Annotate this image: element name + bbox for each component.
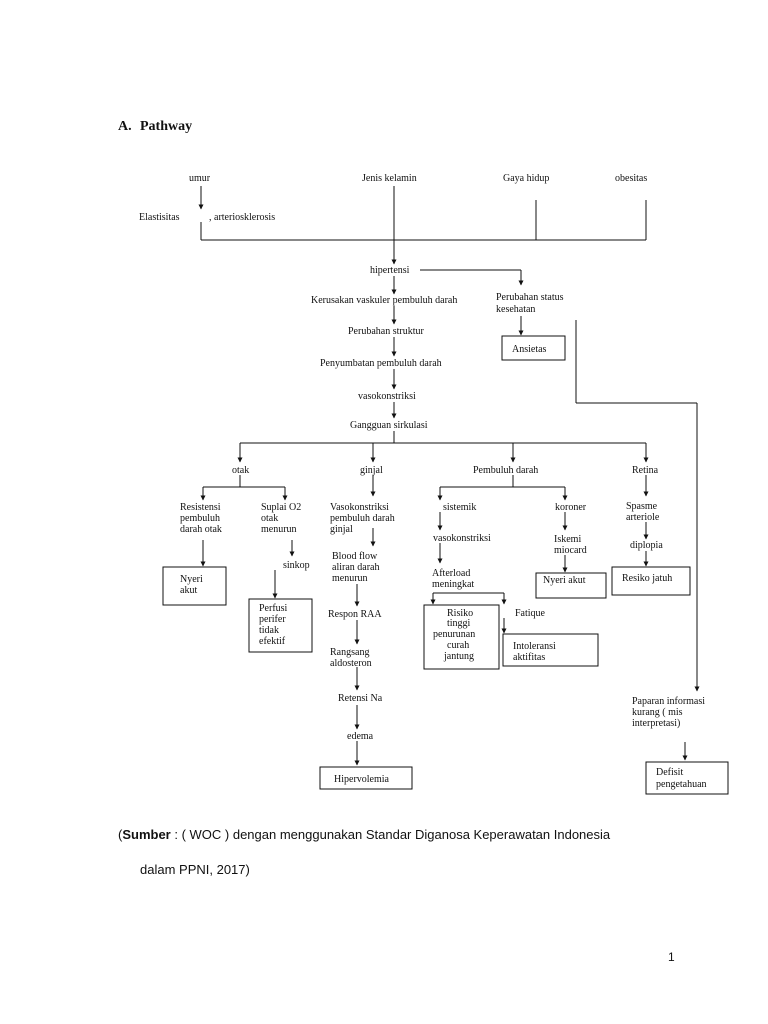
node-respon-raa: Respon RAA xyxy=(328,609,382,620)
node-spasme-1: Spasme xyxy=(626,501,658,512)
node-gangguan-sirkulasi: Gangguan sirkulasi xyxy=(350,420,428,431)
node-pembuluh-darah: Pembuluh darah xyxy=(473,465,538,476)
node-intoleransi-1: Intoleransi xyxy=(513,641,556,652)
node-vaso-sistemik: vasokonstriksi xyxy=(433,533,491,544)
node-iskemi-1: Iskemi xyxy=(554,534,581,545)
connector-lines xyxy=(198,186,700,766)
node-risiko-1: Risiko xyxy=(447,608,473,619)
source-label: Sumber xyxy=(122,827,171,842)
node-perfusi-3: tidak xyxy=(259,625,279,636)
node-risiko-3: penurunan xyxy=(433,629,475,640)
nyeri-akut-box-1 xyxy=(162,566,227,606)
node-jenis-kelamin: Jenis kelamin xyxy=(362,173,417,184)
page-number: 1 xyxy=(668,950,675,964)
heading-number: A. xyxy=(118,119,132,134)
hipervolemia-box xyxy=(319,766,413,790)
node-perubahan-struktur: Perubahan struktur xyxy=(348,326,424,337)
node-suplai-3: menurun xyxy=(261,524,297,535)
node-intoleransi-2: aktifitas xyxy=(513,652,545,663)
node-risiko-4: curah xyxy=(447,640,469,651)
node-risiko-5: jantung xyxy=(443,651,474,662)
node-resistensi-3: darah otak xyxy=(180,524,222,535)
node-rangsang-2: aldosteron xyxy=(330,658,372,669)
node-hipervolemia: Hipervolemia xyxy=(334,774,390,785)
node-obesitas: obesitas xyxy=(615,173,647,184)
source-citation: (Sumber : ( WOC ) dengan menggunakan Sta… xyxy=(118,827,611,842)
node-suplai-2: otak xyxy=(261,513,278,524)
node-resiko-jatuh: Resiko jatuh xyxy=(622,573,672,584)
node-elastisitas: Elastisitas xyxy=(139,212,180,223)
node-perfusi-4: efektif xyxy=(259,636,286,647)
node-ansietas: Ansietas xyxy=(512,344,547,355)
node-retina: Retina xyxy=(632,465,659,476)
node-nyeri-akut-1b: akut xyxy=(180,585,197,596)
node-paparan-2: kurang ( mis xyxy=(632,707,683,718)
node-vaso-ginjal-2: pembuluh darah xyxy=(330,513,395,524)
node-nyeri-akut-2: Nyeri akut xyxy=(543,575,586,586)
node-edema: edema xyxy=(347,731,374,742)
nyeri-akut-box-2 xyxy=(535,572,607,599)
node-paparan-3: interpretasi) xyxy=(632,718,680,729)
node-risiko-2: tinggi xyxy=(447,618,471,629)
node-perfusi-1: Perfusi xyxy=(259,603,288,614)
defisit-box xyxy=(645,761,729,795)
node-iskemi-2: miocard xyxy=(554,545,587,556)
node-suplai-1: Suplai O2 xyxy=(261,502,301,513)
intoleransi-box xyxy=(502,633,599,667)
node-vasokonstriksi: vasokonstriksi xyxy=(358,391,416,402)
node-afterload-1: Afterload xyxy=(432,568,470,579)
node-perfusi-2: perifer xyxy=(259,614,286,625)
node-afterload-2: meningkat xyxy=(432,579,474,590)
diagnosis-boxes xyxy=(162,335,729,795)
node-fatique: Fatique xyxy=(515,608,546,619)
node-nyeri-akut-1a: Nyeri xyxy=(180,574,203,585)
node-perubahan-status-1: Perubahan status xyxy=(496,292,564,303)
node-ginjal: ginjal xyxy=(360,465,383,476)
node-kerusakan: Kerusakan vaskuler pembuluh darah xyxy=(311,295,457,306)
resiko-jatuh-box xyxy=(611,566,691,596)
node-blood-flow-1: Blood flow xyxy=(332,551,378,562)
node-hipertensi: hipertensi xyxy=(370,265,410,276)
node-sinkop: sinkop xyxy=(283,560,310,571)
node-defisit-1: Defisit xyxy=(656,767,683,778)
node-perubahan-status-2: kesehatan xyxy=(496,304,535,315)
ansietas-box xyxy=(501,335,566,361)
node-labels: umur Jenis kelamin Gaya hidup obesitas E… xyxy=(139,173,707,790)
node-penyumbatan: Penyumbatan pembuluh darah xyxy=(320,358,442,369)
node-defisit-2: pengetahuan xyxy=(656,779,707,790)
node-otak: otak xyxy=(232,465,249,476)
section-heading: A. Pathway xyxy=(118,119,192,135)
node-spasme-2: arteriole xyxy=(626,512,660,523)
node-resistensi-1: Resistensi xyxy=(180,502,221,513)
node-vaso-ginjal-1: Vasokonstriksi xyxy=(330,502,389,513)
node-diplopia: diplopia xyxy=(630,540,663,551)
node-rangsang-1: Rangsang xyxy=(330,647,369,658)
node-retensi: Retensi Na xyxy=(338,693,383,704)
node-arteriosklerosis: , arteriosklerosis xyxy=(209,212,275,223)
node-sistemik: sistemik xyxy=(443,502,476,513)
node-gaya-hidup: Gaya hidup xyxy=(503,173,549,184)
node-blood-flow-3: menurun xyxy=(332,573,368,584)
source-citation-line2: dalam PPNI, 2017) xyxy=(140,862,250,877)
node-koroner: koroner xyxy=(555,502,587,513)
node-paparan-1: Paparan informasi xyxy=(632,696,705,707)
risiko-box xyxy=(423,604,500,670)
node-resistensi-2: pembuluh xyxy=(180,513,220,524)
node-blood-flow-2: aliran darah xyxy=(332,562,379,573)
perfusi-box xyxy=(248,598,313,653)
node-umur: umur xyxy=(189,173,211,184)
source-text: : ( WOC ) dengan menggunakan Standar Dig… xyxy=(170,827,611,842)
heading-title: Pathway xyxy=(140,119,193,134)
node-vaso-ginjal-3: ginjal xyxy=(330,524,353,535)
